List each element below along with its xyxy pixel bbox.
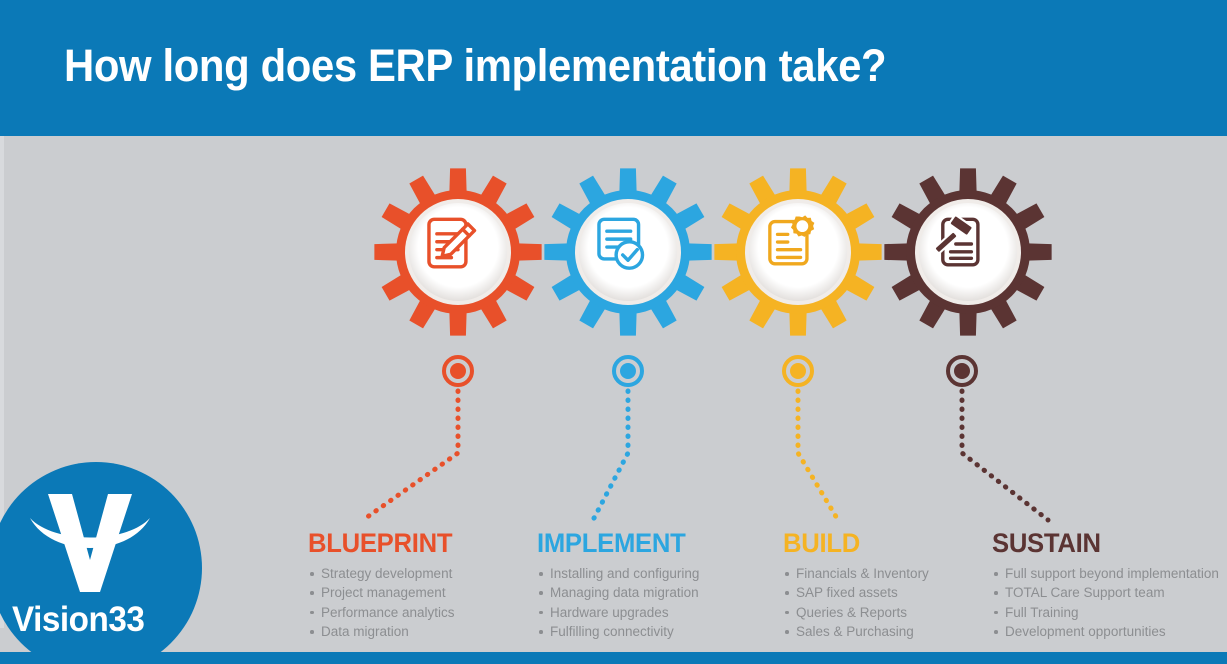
dotted-connector [959,388,1051,523]
list-item: Full Training [992,603,1219,622]
timeline-node-build-ring [782,355,814,387]
logo-wordmark: Vision33 [12,600,145,639]
bottom-band [0,652,1227,664]
list-item: Queries & Reports [783,603,929,622]
timeline-node-blueprint-ring [442,355,474,387]
list-item: Sales & Purchasing [783,622,929,641]
page-title: How long does ERP implementation take? [64,40,887,91]
list-item: Financials & Inventory [783,564,929,583]
header-band [0,0,1227,136]
gear-sustain-graphic [884,168,1052,336]
dotted-connector [590,388,631,523]
list-item: Fulfilling connectivity [537,622,699,641]
list-item: Data migration [308,622,460,641]
vision33-logo: Vision33 [0,462,202,664]
stage-title-sustain: SUSTAIN [992,528,1101,558]
gear-implement [542,166,714,338]
list-item: Installing and configuring [537,564,699,583]
list-item: Project management [308,583,460,602]
timeline-node-implement [620,363,636,379]
left-edge-strip [0,136,4,628]
dotted-connector [360,388,461,523]
timeline-node-sustain [954,363,970,379]
document-with-gear-icon [768,215,815,266]
list-item: TOTAL Care Support team [992,583,1219,602]
document-with-checkmark-icon [597,217,645,270]
timeline-node-blueprint [450,363,466,379]
timeline-node-sustain-ring [946,355,978,387]
vision33-v-swoosh-logo-icon [30,494,150,592]
stage-title-blueprint: BLUEPRINT [308,528,453,558]
list-item: Performance analytics [308,603,460,622]
gear-blueprint [372,166,544,338]
gear-sustain [882,166,1054,338]
gear-build [712,166,884,338]
list-item: Full support beyond implementation [992,564,1219,583]
gear-implement-graphic [544,168,712,336]
list-item: Development opportunities [992,622,1219,641]
gear-build-graphic [714,168,882,336]
document-with-gavel-icon [933,214,980,267]
timeline-connectors [360,355,1051,523]
list-item: SAP fixed assets [783,583,929,602]
list-item: Hardware upgrades [537,603,699,622]
timeline-node-implement-ring [612,355,644,387]
list-item: Strategy development [308,564,460,583]
list-item: Managing data migration [537,583,699,602]
stage-title-implement: IMPLEMENT [537,528,686,558]
document-with-pencil-icon [427,217,477,269]
dotted-connector [795,388,841,523]
gear-blueprint-graphic [374,168,542,336]
timeline-node-build [790,363,806,379]
stage-column-sustain: SUSTAIN Full support beyond implementati… [992,528,1219,642]
stage-title-build: BUILD [783,528,860,558]
